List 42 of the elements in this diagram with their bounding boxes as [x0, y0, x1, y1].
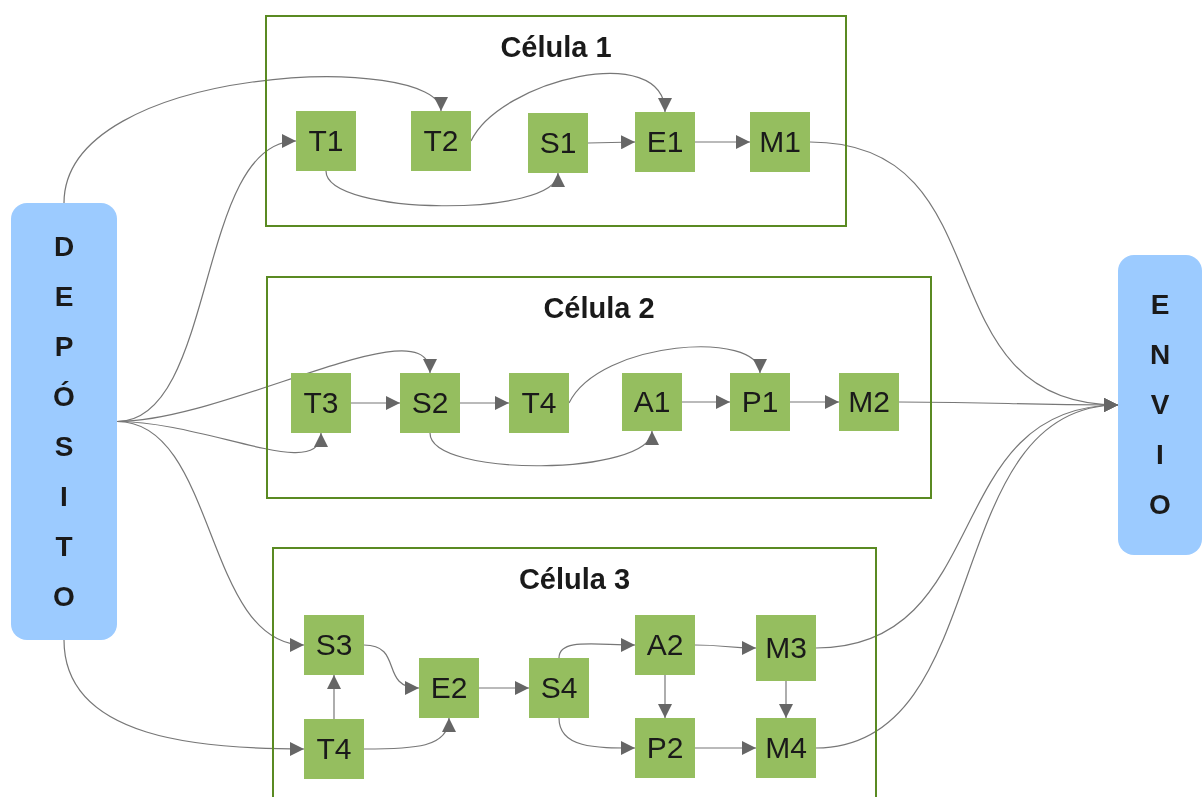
process-box: E1: [635, 112, 695, 172]
cell-title: Célula 3: [517, 562, 632, 597]
process-box: M3: [756, 615, 816, 681]
arrow: [694, 135, 751, 149]
process-box: P1: [730, 373, 790, 431]
arrow: [363, 717, 455, 750]
cell-frame: [266, 276, 932, 499]
arrow: [459, 396, 510, 410]
cell-frame: [272, 547, 877, 797]
arrow: [789, 395, 840, 409]
process-box: P2: [635, 718, 695, 778]
arrow: [558, 637, 636, 659]
arrow: [470, 73, 669, 142]
arrow: [327, 674, 341, 720]
process-box: A2: [635, 615, 695, 675]
arrow: [558, 717, 636, 755]
cell-title: Célula 1: [499, 30, 613, 65]
vertical-label: DEPÓSITO: [52, 229, 76, 614]
terminal-box: [1118, 255, 1202, 555]
arrow: [815, 400, 1119, 749]
process-box: S4: [529, 658, 589, 718]
arrow: [658, 674, 672, 719]
process-box: S3: [304, 615, 364, 675]
cell-title: Célula 2: [542, 291, 656, 326]
process-box: M4: [756, 718, 816, 778]
arrow: [587, 135, 636, 150]
arrow: [116, 420, 305, 650]
terminal-box: [11, 203, 117, 640]
vertical-label: ENVIO: [1148, 288, 1172, 522]
process-box: E2: [419, 658, 479, 718]
arrow: [363, 644, 420, 694]
arrow: [779, 680, 793, 719]
arrow: [694, 741, 757, 755]
process-box: S1: [528, 113, 588, 173]
process-box: T4: [509, 373, 569, 433]
arrow: [63, 639, 305, 756]
arrow: [478, 681, 530, 695]
process-box: T4: [304, 719, 364, 779]
arrow: [694, 640, 757, 655]
process-box: M1: [750, 112, 810, 172]
process-box: M2: [839, 373, 899, 431]
cell-frame: [265, 15, 847, 227]
